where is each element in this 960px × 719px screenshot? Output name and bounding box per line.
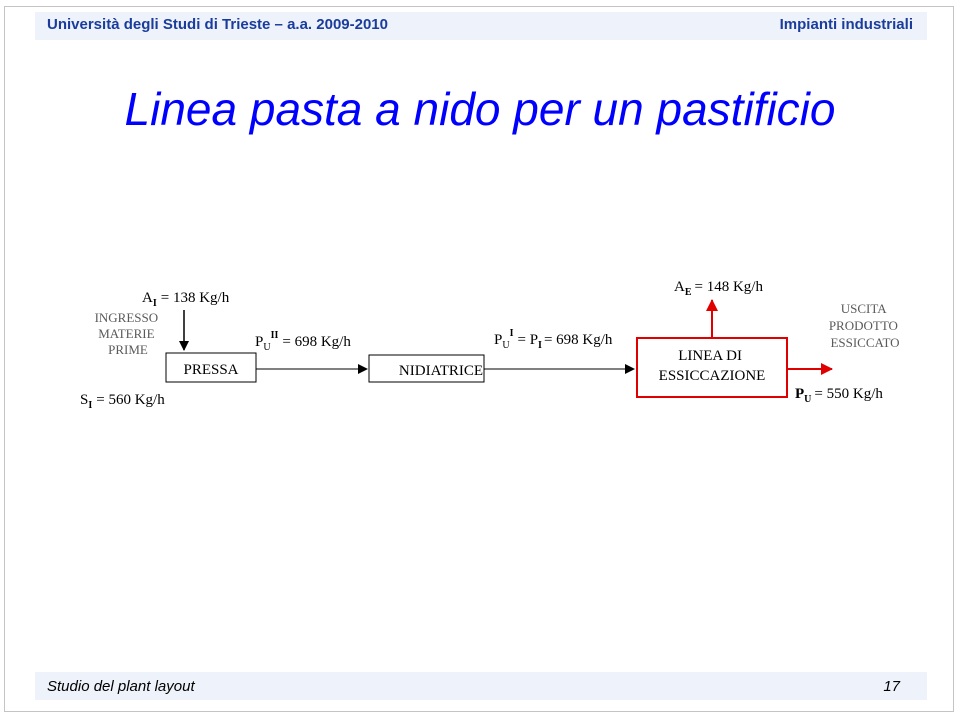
header-course: Impianti industriali [779, 16, 913, 33]
nidiatrice-out-flow-label: PUI= PI= 698 Kg/h [494, 328, 613, 351]
input-label-line-3: PRIME [108, 342, 148, 357]
input-label-line-2: MATERIE [98, 326, 154, 341]
output-label-line-2: PRODOTTO [829, 318, 898, 333]
output-label-line-3: ESSICCATO [830, 335, 899, 350]
output-flow-label: PU= 550 Kg/h [795, 386, 883, 405]
evaporation-flow-label: AE= 148 Kg/h [674, 279, 763, 298]
header-university: Università degli Studi di Trieste – a.a.… [47, 16, 388, 33]
nidiatrice-label: NIDIATRICE [399, 363, 483, 379]
input-flow-label: SI= 560 Kg/h [80, 392, 165, 411]
slide-frame [4, 6, 954, 712]
essiccazione-label-line-2: ESSICCAZIONE [659, 368, 766, 384]
pressa-out-flow-label: PUII= 698 Kg/h [255, 330, 351, 353]
footer-bar [35, 672, 927, 700]
input-label: INGRESSO MATERIE PRIME [95, 310, 162, 357]
header-bar [35, 12, 927, 40]
water-flow-label: AI= 138 Kg/h [142, 290, 230, 309]
footer-section: Studio del plant layout [47, 678, 195, 695]
input-label-line-1: INGRESSO [95, 310, 159, 325]
essiccazione-label-line-1: LINEA DI [678, 348, 742, 364]
essiccazione-label: LINEA DI ESSICCAZIONE [659, 348, 766, 384]
page-number: 17 [883, 678, 900, 695]
output-label: USCITA PRODOTTO ESSICCATO [829, 301, 901, 350]
pressa-label: PRESSA [183, 362, 238, 378]
slide-title: Linea pasta a nido per un pastificio [124, 83, 836, 135]
pressa-box [165, 352, 257, 383]
output-label-line-1: USCITA [841, 301, 888, 316]
